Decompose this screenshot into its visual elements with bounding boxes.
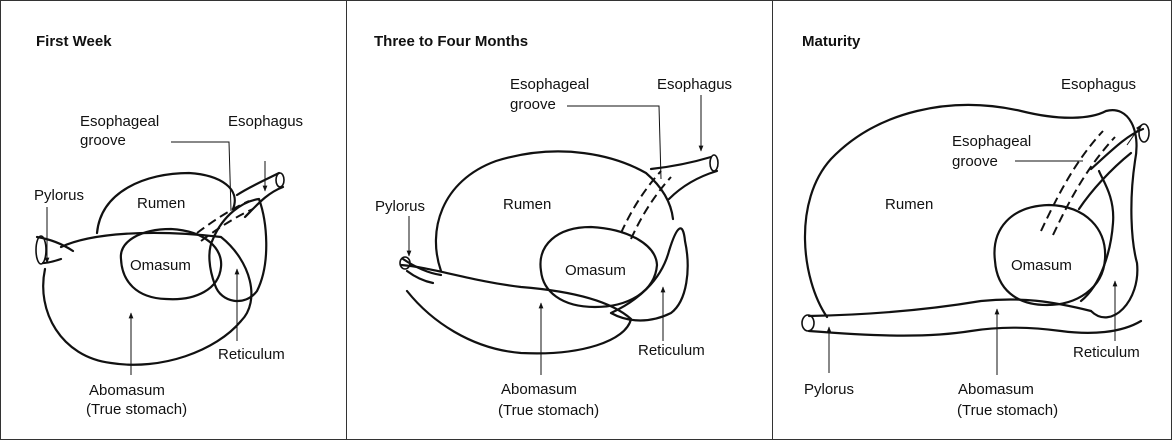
rumen-label: Rumen (503, 196, 551, 213)
omasum-label: Omasum (130, 257, 191, 274)
reticulum-label: Reticulum (638, 342, 705, 359)
esophagus-label: Esophagus (228, 113, 303, 130)
esophageal-groove-label: groove (80, 132, 126, 149)
esophagus-opening (710, 155, 718, 171)
reticulum-label: Reticulum (218, 346, 285, 363)
rumen-label: Rumen (885, 196, 933, 213)
reticulum-outline (1081, 171, 1113, 301)
abomasum-label: Abomasum (958, 381, 1034, 398)
three-to-four-months-stomach-drawing (400, 95, 718, 375)
abomasum-outline (43, 233, 251, 365)
label-leader-line (567, 106, 661, 179)
esophagus-opening (276, 173, 284, 187)
reticulum-label: Reticulum (1073, 344, 1140, 361)
esophageal-groove-label: groove (510, 96, 556, 113)
panel-title: Maturity (802, 33, 860, 50)
rumen-label: Rumen (137, 195, 185, 212)
esophagus-label: Esophagus (657, 76, 732, 93)
esophagus-label: Esophagus (1061, 76, 1136, 93)
pylorus-label: Pylorus (375, 198, 425, 215)
omasum-label: Omasum (1011, 257, 1072, 274)
esophageal-groove-label: Esophageal (952, 133, 1031, 150)
abomasum-label: (True stomach) (86, 401, 187, 418)
pylorus-tube (37, 237, 73, 263)
esophageal-groove-label: Esophageal (510, 76, 589, 93)
panel-title: Three to Four Months (374, 33, 528, 50)
esophageal-groove-label: groove (952, 153, 998, 170)
abomasum-outline (809, 299, 1141, 335)
esophageal-groove-label: Esophageal (80, 113, 159, 130)
abomasum-label: (True stomach) (957, 402, 1058, 419)
pylorus-label: Pylorus (804, 381, 854, 398)
rumen-outline (436, 151, 673, 271)
omasum-label: Omasum (565, 262, 626, 279)
panel-title: First Week (36, 33, 112, 50)
pylorus-label: Pylorus (34, 187, 84, 204)
abomasum-label: Abomasum (89, 382, 165, 399)
pylorus-opening (36, 236, 46, 264)
esophageal-groove (1041, 131, 1103, 231)
abomasum-label: (True stomach) (498, 402, 599, 419)
pylorus-opening (802, 315, 814, 331)
abomasum-label: Abomasum (501, 381, 577, 398)
esophagus-opening (1139, 124, 1149, 142)
esophageal-groove (631, 177, 671, 239)
omasum-outline (994, 205, 1105, 305)
